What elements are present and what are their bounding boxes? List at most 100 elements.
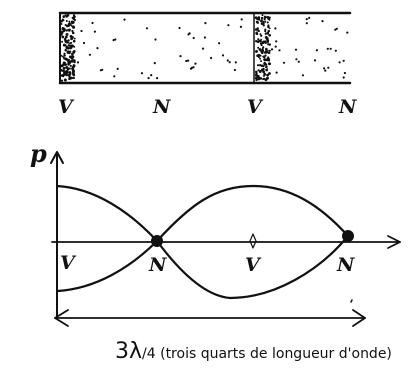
air-particle bbox=[338, 61, 341, 64]
air-particle bbox=[82, 41, 86, 45]
caption: 3λ/4 (trois quarts de longueur d'onde) bbox=[115, 339, 392, 364]
air-particle bbox=[265, 47, 268, 51]
air-particle bbox=[257, 16, 261, 19]
air-particle bbox=[61, 74, 64, 77]
air-particle bbox=[66, 24, 69, 28]
air-particle bbox=[274, 27, 277, 30]
air-particle bbox=[305, 18, 308, 21]
caption-suffix: /4 (trois quarts de longueur d'onde) bbox=[142, 346, 392, 362]
air-particle bbox=[153, 62, 156, 65]
air-particle bbox=[204, 22, 207, 25]
air-particle bbox=[62, 69, 65, 73]
air-particle bbox=[192, 66, 195, 69]
air-particle bbox=[259, 57, 262, 60]
air-particle bbox=[239, 25, 242, 28]
air-particle bbox=[260, 38, 263, 41]
air-particle bbox=[69, 46, 72, 50]
air-particle bbox=[60, 30, 64, 34]
air-particle bbox=[91, 21, 94, 25]
air-particle bbox=[262, 22, 265, 25]
air-particle bbox=[313, 59, 317, 62]
air-particle bbox=[226, 59, 229, 62]
air-particle bbox=[65, 58, 69, 61]
air-particle bbox=[65, 33, 69, 36]
graph-axis-label-p: p bbox=[30, 139, 47, 168]
length-arrow-left-head bbox=[54, 309, 69, 327]
air-particle bbox=[67, 41, 70, 44]
air-particle bbox=[70, 54, 74, 58]
air-particle bbox=[60, 33, 63, 36]
air-particle bbox=[282, 61, 286, 64]
air-particle bbox=[63, 52, 66, 55]
air-particle bbox=[266, 21, 269, 24]
air-particle bbox=[343, 71, 346, 75]
air-particle bbox=[66, 66, 69, 70]
length-arrow-right-head bbox=[352, 309, 366, 327]
air-particle bbox=[262, 75, 265, 78]
air-particle bbox=[262, 70, 266, 74]
graph-label-v1: V bbox=[60, 252, 77, 274]
air-particle bbox=[62, 15, 65, 18]
air-particle bbox=[72, 73, 76, 77]
air-particle bbox=[72, 39, 76, 43]
air-particle bbox=[60, 23, 63, 25]
air-particle bbox=[278, 49, 281, 52]
air-particle bbox=[323, 67, 326, 70]
air-particle bbox=[268, 72, 271, 75]
graph-label-v2: V bbox=[245, 254, 262, 276]
air-particle bbox=[93, 30, 96, 33]
air-particle bbox=[294, 48, 298, 51]
air-particle bbox=[258, 39, 261, 43]
graph-label-n2: N bbox=[336, 254, 355, 276]
air-particle bbox=[259, 77, 263, 80]
air-particle bbox=[240, 18, 243, 21]
air-particle bbox=[62, 61, 65, 64]
air-particle bbox=[266, 76, 269, 80]
air-particle bbox=[234, 61, 237, 64]
air-particle bbox=[72, 67, 75, 70]
air-particle bbox=[69, 64, 72, 67]
air-particle bbox=[267, 62, 271, 65]
air-particle bbox=[150, 74, 153, 77]
air-particle bbox=[179, 55, 182, 58]
air-particle bbox=[62, 63, 65, 67]
caption-prefix: 3λ bbox=[115, 339, 142, 364]
pressure-envelope-upper bbox=[55, 184, 350, 243]
air-particle bbox=[69, 22, 71, 25]
air-particle bbox=[256, 64, 260, 67]
air-particle bbox=[254, 76, 258, 80]
tube-label-n2: N bbox=[338, 96, 357, 118]
air-particle bbox=[73, 37, 76, 40]
air-particle bbox=[59, 54, 63, 57]
horizontal-axis-arrowhead bbox=[387, 235, 401, 249]
air-particle bbox=[263, 58, 266, 61]
air-particle bbox=[233, 68, 236, 72]
tube: V N V N bbox=[58, 11, 357, 118]
air-particle bbox=[274, 45, 277, 48]
air-particle bbox=[342, 76, 345, 79]
air-particle bbox=[72, 77, 75, 80]
air-particle bbox=[264, 30, 267, 33]
air-particle bbox=[261, 41, 265, 44]
air-particle bbox=[266, 31, 270, 35]
air-particle bbox=[295, 58, 298, 61]
air-particle bbox=[63, 54, 66, 57]
air-particle bbox=[257, 56, 260, 59]
air-particles bbox=[59, 13, 349, 82]
air-particle bbox=[210, 56, 213, 60]
air-particle bbox=[72, 70, 75, 73]
tube-label-n1: N bbox=[152, 96, 171, 118]
air-particle bbox=[203, 36, 206, 39]
air-particle bbox=[257, 46, 260, 49]
air-particle bbox=[329, 47, 332, 50]
air-particle bbox=[324, 69, 327, 72]
air-particle bbox=[264, 32, 267, 35]
air-particle bbox=[260, 16, 264, 20]
air-particle bbox=[88, 53, 91, 56]
air-particle bbox=[346, 31, 349, 34]
air-particle bbox=[301, 74, 305, 77]
air-particle bbox=[308, 16, 311, 19]
air-particle bbox=[61, 40, 64, 43]
air-particle bbox=[61, 55, 64, 58]
air-particle bbox=[255, 72, 258, 76]
